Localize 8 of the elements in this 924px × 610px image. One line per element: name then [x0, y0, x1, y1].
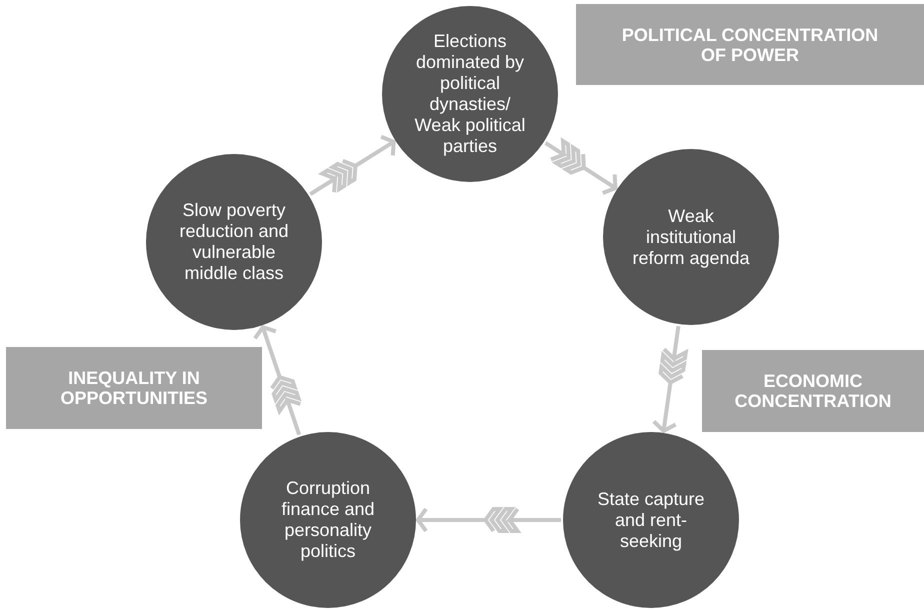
chevron-arrow [544, 137, 618, 195]
chevron-arrow [416, 507, 561, 533]
category-box: INEQUALITY IN OPPORTUNITIES [6, 347, 262, 429]
category-box: POLITICAL CONCENTRATION OF POWER [576, 4, 924, 85]
chevron-arrow [309, 134, 396, 196]
chevron-arrow [252, 325, 302, 436]
chevron-arrow [652, 326, 688, 433]
category-box: ECONOMIC CONCENTRATION [702, 350, 924, 432]
